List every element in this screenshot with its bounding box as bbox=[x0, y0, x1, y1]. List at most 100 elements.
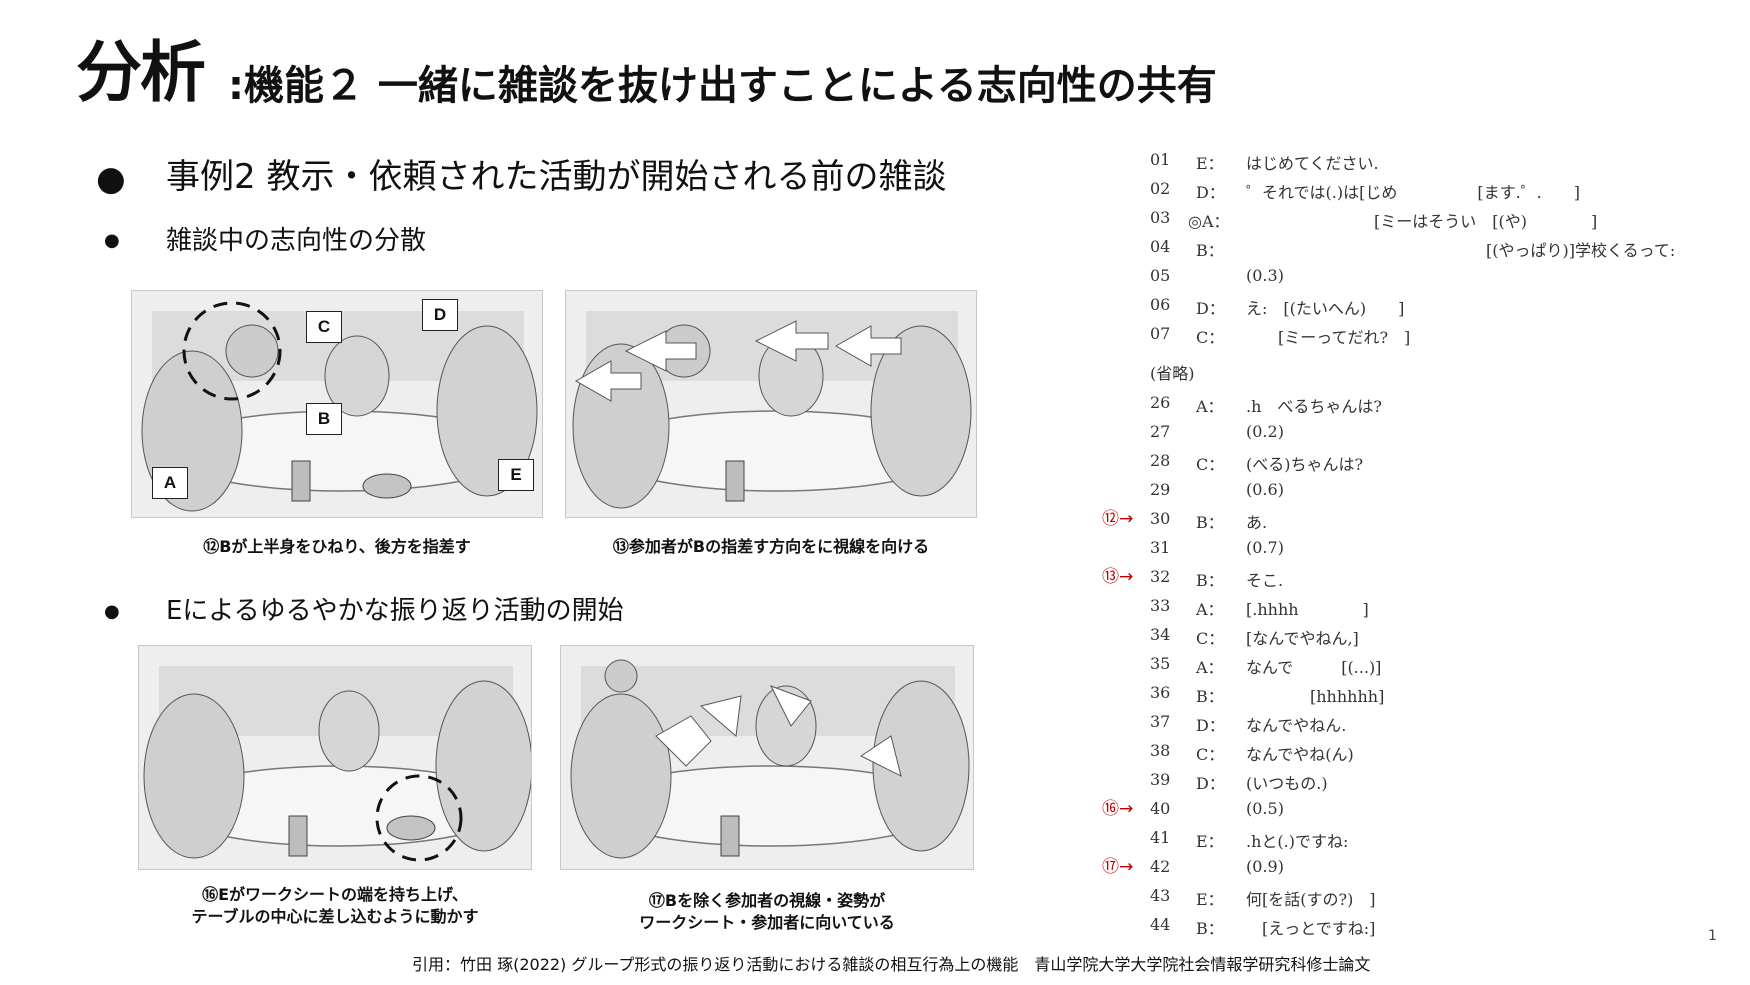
utterance: ゜それでは(.)は[じめ [ます.゜. ] bbox=[1246, 183, 1580, 202]
speaker: A： bbox=[1196, 658, 1224, 677]
line-number: 42 bbox=[1150, 857, 1171, 876]
bullet-dispersion: 雑談中の志向性の分散 bbox=[166, 226, 427, 256]
line-number: 44 bbox=[1150, 915, 1171, 934]
line-number: 27 bbox=[1150, 422, 1171, 441]
photo-17 bbox=[560, 645, 974, 870]
line-number: 03 bbox=[1150, 208, 1171, 227]
line-number: 36 bbox=[1150, 683, 1171, 702]
marker-13: ⑬→ bbox=[1102, 567, 1134, 587]
speaker: C： bbox=[1196, 455, 1225, 474]
bullet-mark-1: ● bbox=[96, 159, 126, 199]
speaker: C： bbox=[1196, 328, 1225, 347]
speaker: B： bbox=[1196, 919, 1224, 938]
speaker: E： bbox=[1196, 832, 1224, 851]
line-number: 02 bbox=[1150, 179, 1171, 198]
marker-16: ⑯→ bbox=[1102, 799, 1134, 819]
photo-17-sketch bbox=[561, 646, 973, 869]
line-number: 07 bbox=[1150, 324, 1171, 343]
speaker: A： bbox=[1196, 397, 1224, 416]
caption-16-line2: テーブルの中心に差し込むように動かす bbox=[191, 907, 479, 926]
line-number: 06 bbox=[1150, 295, 1171, 314]
line-number: (省略) bbox=[1150, 364, 1195, 383]
utterance: (0.2) bbox=[1246, 422, 1284, 441]
utterance: (べる)ちゃんは? bbox=[1246, 455, 1364, 474]
utterance: え: [(たいへん) ] bbox=[1246, 299, 1405, 318]
utterance: なんで [(...)] bbox=[1246, 658, 1382, 677]
utterance: なんでやねん. bbox=[1246, 716, 1347, 735]
utterance: (0.5) bbox=[1246, 799, 1284, 818]
speaker: C： bbox=[1196, 745, 1225, 764]
bullet-mark-2: ● bbox=[104, 230, 120, 251]
utterance: 何[を話(すの?) ] bbox=[1246, 890, 1376, 909]
utterance: はじめてください. bbox=[1246, 154, 1379, 173]
speaker: D： bbox=[1196, 774, 1225, 793]
utterance: [.hhhh ] bbox=[1246, 600, 1369, 619]
bullet-mark-3: ● bbox=[104, 601, 120, 622]
photo-13 bbox=[565, 290, 977, 518]
line-number: 35 bbox=[1150, 654, 1171, 673]
caption-16-line1: ⑯Eがワークシートの端を持ち上げ、 bbox=[202, 885, 468, 904]
label-e: E bbox=[498, 459, 534, 491]
utterance: (いつもの.) bbox=[1246, 774, 1328, 793]
utterance: [(やっぱり)]学校くるって: bbox=[1246, 241, 1676, 260]
page-title: 分析 bbox=[76, 34, 206, 111]
caption-17-line2: ワークシート・参加者に向いている bbox=[639, 913, 895, 932]
utterance: [hhhhhh] bbox=[1246, 687, 1385, 706]
line-number: 32 bbox=[1150, 567, 1171, 586]
citation-footer: 引用：竹田 琢(2022) グループ形式の振り返り活動における雑談の相互行為上の… bbox=[412, 955, 1371, 974]
utterance: なんでやね(ん) bbox=[1246, 745, 1354, 764]
label-a: A bbox=[152, 467, 188, 499]
utterance: [ミーはそうい [(や) ] bbox=[1246, 212, 1598, 231]
utterance: [ミーってだれ? ] bbox=[1246, 328, 1411, 347]
speaker: E： bbox=[1196, 154, 1224, 173]
label-d: D bbox=[422, 299, 458, 331]
speaker: B： bbox=[1196, 687, 1224, 706]
utterance: [えっとですね:] bbox=[1246, 919, 1376, 938]
speaker: A： bbox=[1196, 600, 1224, 619]
line-number: 26 bbox=[1150, 393, 1171, 412]
line-number: 05 bbox=[1150, 266, 1171, 285]
utterance: あ. bbox=[1246, 513, 1268, 532]
line-number: 33 bbox=[1150, 596, 1171, 615]
marker-17: ⑰→ bbox=[1102, 857, 1134, 877]
line-number: 29 bbox=[1150, 480, 1171, 499]
utterance: (0.9) bbox=[1246, 857, 1284, 876]
speaker: C： bbox=[1196, 629, 1225, 648]
caption-17-line1: ⑰Bを除く参加者の視線・姿勢が bbox=[648, 891, 886, 910]
speaker: D： bbox=[1196, 183, 1225, 202]
speaker: D： bbox=[1196, 716, 1225, 735]
line-number: 04 bbox=[1150, 237, 1171, 256]
photo-12: B C D A E bbox=[131, 290, 543, 518]
label-c: C bbox=[306, 311, 342, 343]
page-number: 1 bbox=[1708, 928, 1717, 944]
utterance: .hと(.)ですね: bbox=[1246, 832, 1349, 851]
caption-13: ⑬参加者がBの指差す方向をに視線を向ける bbox=[612, 537, 930, 556]
line-number: 38 bbox=[1150, 741, 1171, 760]
speaker: B： bbox=[1196, 513, 1224, 532]
speaker: B： bbox=[1196, 571, 1224, 590]
line-number: 43 bbox=[1150, 886, 1171, 905]
bullet-reflection: Eによるゆるやかな振り返り活動の開始 bbox=[166, 596, 624, 626]
marker-12: ⑫→ bbox=[1102, 509, 1134, 529]
line-number: 01 bbox=[1150, 150, 1171, 169]
line-number: 41 bbox=[1150, 828, 1171, 847]
utterance: (0.6) bbox=[1246, 480, 1284, 499]
photo-13-sketch bbox=[566, 291, 976, 517]
photo-16 bbox=[138, 645, 532, 870]
utterance: [なんでやねん,] bbox=[1246, 629, 1359, 648]
line-number: 30 bbox=[1150, 509, 1171, 528]
speaker: D： bbox=[1196, 299, 1225, 318]
line-number: 34 bbox=[1150, 625, 1171, 644]
photo-16-sketch bbox=[139, 646, 531, 869]
utterance: .h べるちゃんは? bbox=[1246, 397, 1382, 416]
page-subtitle: :機能２ 一緒に雑談を抜け出すことによる志向性の共有 bbox=[228, 63, 1217, 109]
line-number: 31 bbox=[1150, 538, 1171, 557]
utterance: (0.3) bbox=[1246, 266, 1284, 285]
speaker: B： bbox=[1196, 241, 1224, 260]
line-number: 28 bbox=[1150, 451, 1171, 470]
bullet-case2: 事例2 教示・依頼された活動が開始される前の雑談 bbox=[166, 157, 947, 197]
utterance: (0.7) bbox=[1246, 538, 1284, 557]
speaker: E： bbox=[1196, 890, 1224, 909]
speaker: ◎A： bbox=[1188, 212, 1230, 231]
caption-12: ⑫Bが上半身をひねり、後方を指差す bbox=[203, 537, 471, 556]
